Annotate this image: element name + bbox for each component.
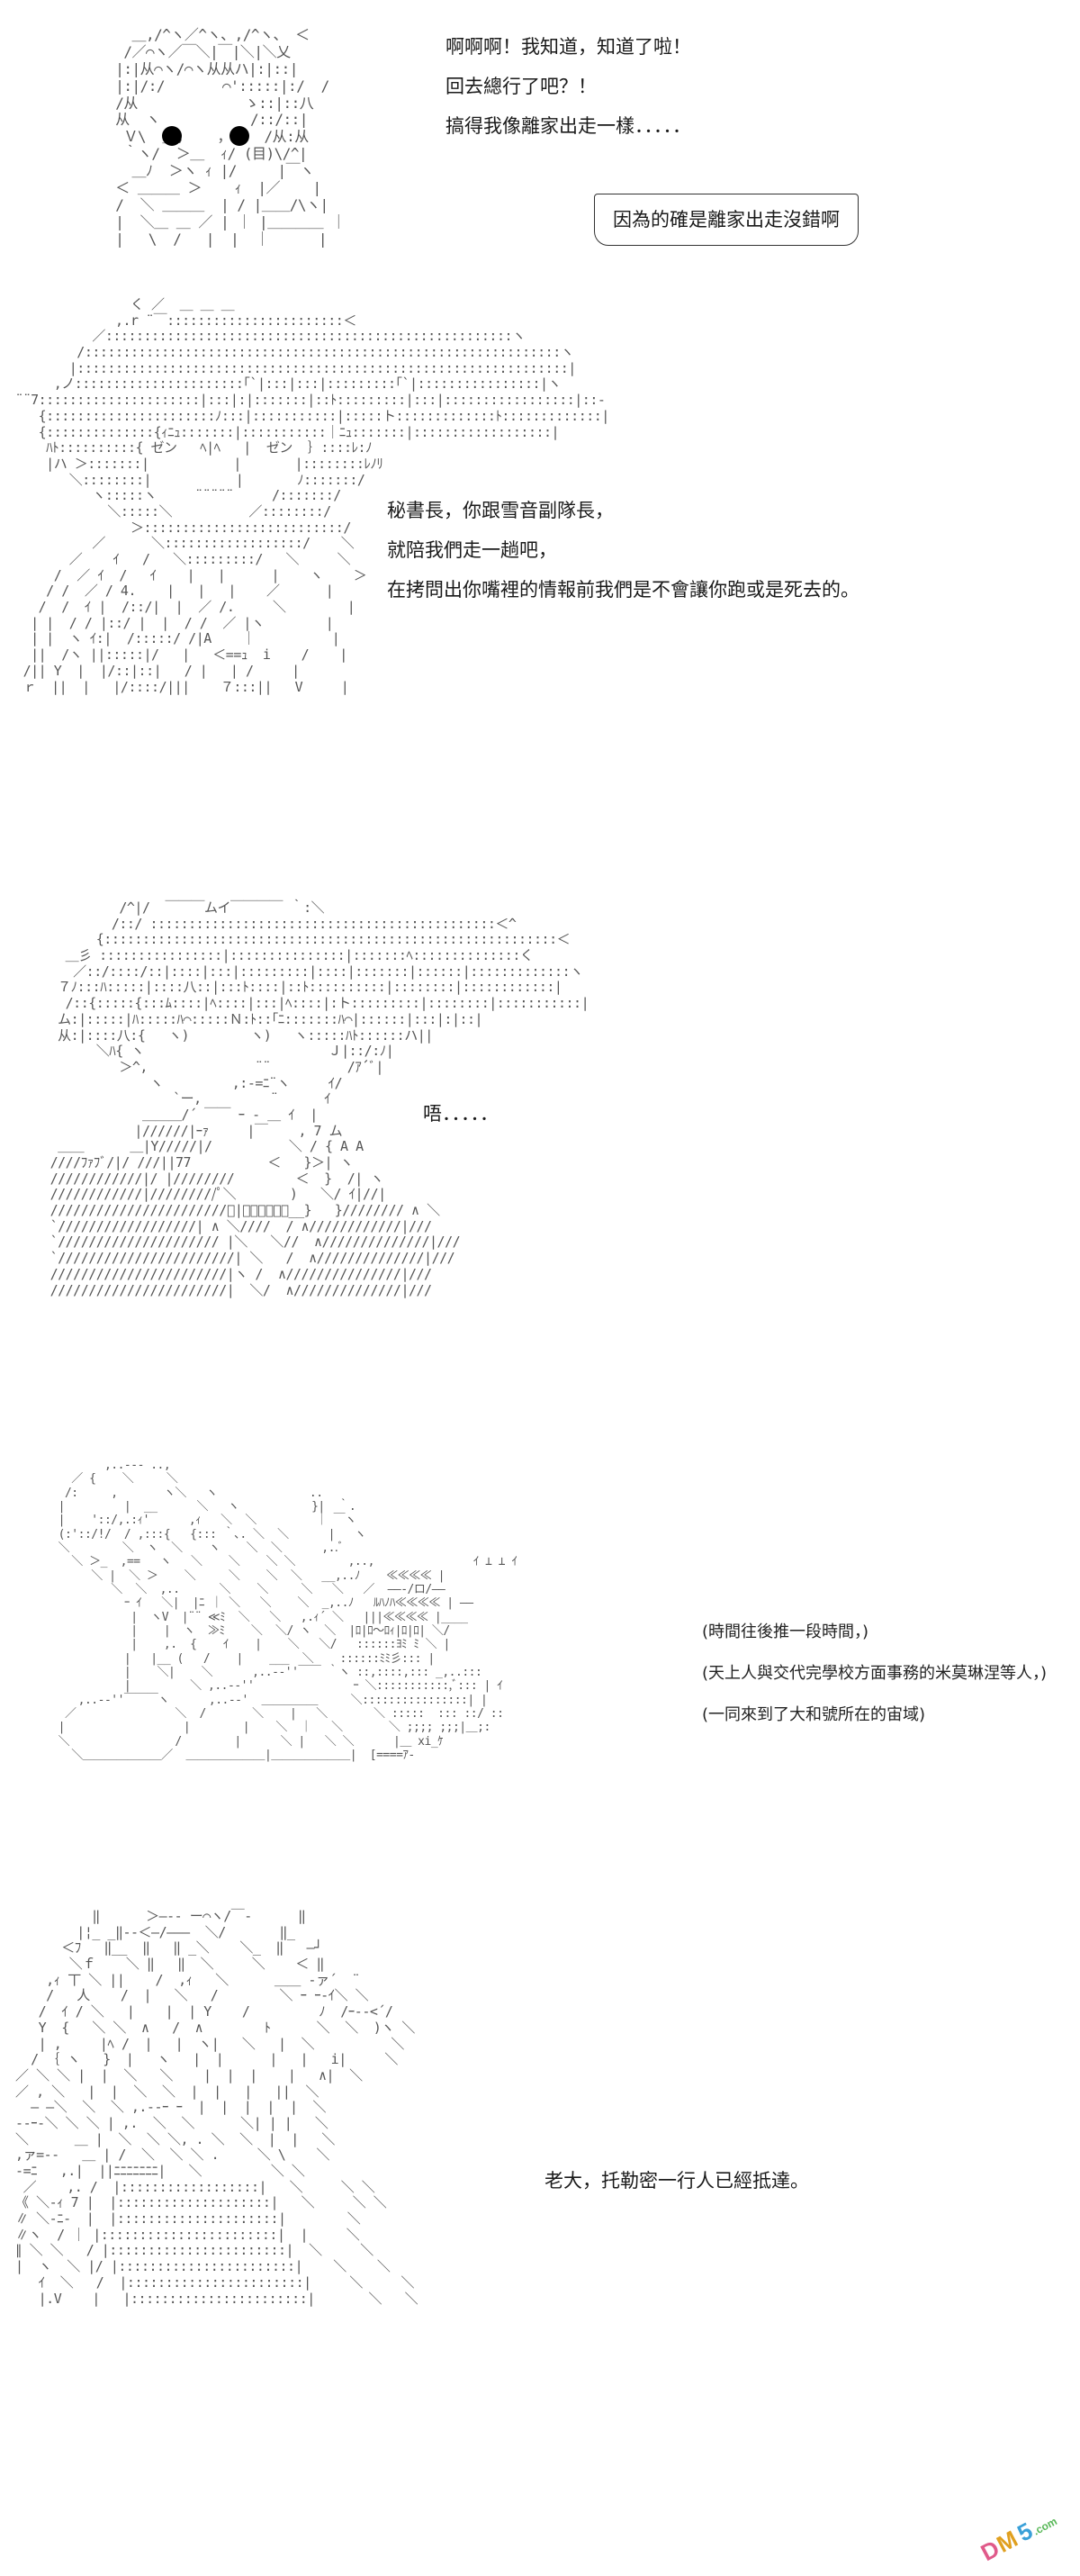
dialogue-block: 老大，托勒密一行人已經抵達。 [544,2161,809,2201]
dialogue-block: 秘書長，你跟雪音副隊長， 就陪我們走一趟吧， 在拷問出你嘴裡的情報前我們是不會讓… [387,491,860,610]
panel-3: /^|/ ￣￣￣ムイ￣￣￣￣ ｀:＼ /::/ ::::::::::::::::… [0,891,1080,1459]
dialogue-block: 啊啊啊！我知道，知道了啦！ 回去總行了吧？！ 搞得我像離家出走一樣．．．．． [446,27,691,146]
narration-line: (一同來到了大和號所在的宙域) [702,1705,926,1724]
ascii-art-ship-scene: ,..-‐- .., ／ { ＼ ＼ /: , ヽ＼ ヽ .. | | __ ＼… [58,1459,518,1762]
dialogue-line: 就陪我們走一趟吧， [387,539,557,561]
ascii-art-character: ‖ ＞―-- ー⌒ヽ/￣- ‖ |¦_ _‖--＜―/――― ＼/ ‖_ ＜ﾌ … [15,1908,418,2307]
eye-left [162,126,182,146]
panel-2: く ／ ＿ ＿ ＿ ,.r ¨￣:::::::::::::::::::::::＜… [0,296,1080,891]
dialogue-line: 回去總行了吧？！ [446,76,597,97]
dialogue-line: 唔．．．．． [423,1103,499,1125]
panel-4: ,..-‐- .., ／ { ＼ ＼ /: , ヽ＼ ヽ .. | | __ ＼… [0,1459,1080,1891]
narration-line: (天上人與交代完學校方面事務的米莫琳涅等人，) [702,1664,1048,1683]
dialogue-line: 搞得我像離家出走一樣．．．．． [446,115,691,137]
dialogue-line: 啊啊啊！我知道，知道了啦！ [446,36,691,58]
panel-1: ＿,/^ヽ／^ヽ、,/^ヽ、 ＜ /／⌒ヽ／￣＼|￣|＼|＼乂 |:|从⌒ヽ/⌒… [0,0,1080,297]
narration-line: (時間往後推一段時間，) [702,1622,869,1641]
dialogue-line: 老大，托勒密一行人已經抵達。 [544,2170,809,2192]
ascii-art-character: く ／ ＿ ＿ ＿ ,.r ¨￣:::::::::::::::::::::::＜… [15,296,609,695]
dialogue-block: 唔．．．．． [423,1094,499,1134]
ascii-art-character: /^|/ ￣￣￣ムイ￣￣￣￣ ｀:＼ /::/ ::::::::::::::::… [50,899,590,1298]
panel-5: ‖ ＞―-- ー⌒ヽ/￣- ‖ |¦_ _‖--＜―/――― ＼/ ‖_ ＜ﾌ … [0,1891,1080,2576]
dialogue-line: 在拷問出你嘴裡的情報前我們是不會讓你跑或是死去的。 [387,579,860,601]
dm5-watermark-logo: D M 5 .com [976,2515,1059,2566]
narration-block: (時間往後推一段時間，) (天上人與交代完學校方面事務的米莫琳涅等人，) (一同… [702,1612,1047,1736]
ascii-art-character: ＿,/^ヽ／^ヽ、,/^ヽ、 ＜ /／⌒ヽ／￣＼|￣|＼|＼乂 |:|从⌒ヽ/⌒… [115,26,346,248]
watermark-letter: .com [1031,2515,1059,2538]
eye-right [230,126,249,146]
speech-bubble: 因為的確是離家出走沒錯啊 [594,194,859,246]
dialogue-line: 秘書長，你跟雪音副隊長， [387,500,614,521]
